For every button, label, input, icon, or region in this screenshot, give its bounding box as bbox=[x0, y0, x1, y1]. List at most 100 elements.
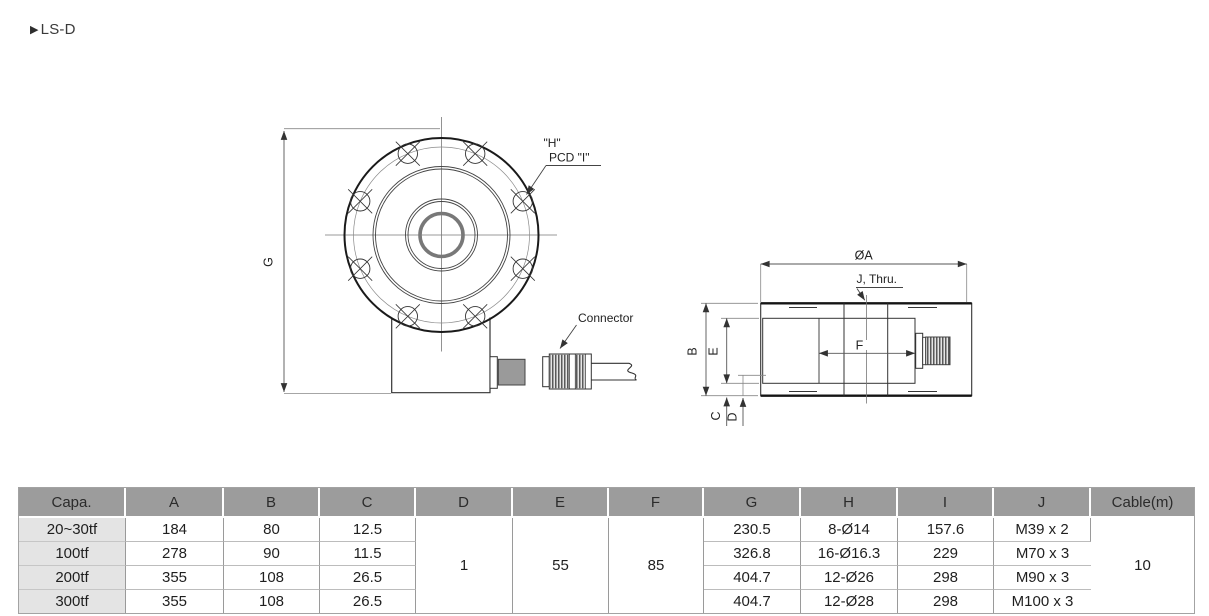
cell-c: 26.5 bbox=[320, 590, 416, 613]
dim-d-label: D bbox=[726, 412, 740, 421]
cell-a: 278 bbox=[126, 542, 224, 566]
side-connector bbox=[915, 332, 951, 369]
page-title-text: LS-D bbox=[40, 21, 76, 38]
header-f: F bbox=[609, 488, 704, 518]
flange-outer-circle bbox=[343, 137, 540, 333]
header-c: C bbox=[320, 488, 416, 518]
cell-g: 230.5 bbox=[704, 518, 801, 542]
center-hole-circle bbox=[418, 211, 465, 259]
hub-circle-inner bbox=[375, 168, 508, 302]
capacity-cell: 20~30tf bbox=[19, 518, 126, 542]
bolt-hole bbox=[510, 189, 536, 214]
cell-b: 108 bbox=[224, 566, 320, 590]
bolt-hole bbox=[510, 256, 536, 281]
cell-b: 90 bbox=[224, 542, 320, 566]
connector-drawing: Connector bbox=[542, 311, 637, 390]
plug-cap bbox=[542, 356, 550, 388]
table-row: 300tf 355 108 26.5 404.7 12-Ø28 298 M100… bbox=[19, 590, 1194, 613]
cell-b: 108 bbox=[224, 590, 320, 613]
cell-a: 355 bbox=[126, 590, 224, 613]
cell-b: 80 bbox=[224, 518, 320, 542]
hole-callout: "H" PCD "I" bbox=[526, 136, 601, 195]
header-j: J bbox=[994, 488, 1091, 518]
side-connector-plate bbox=[915, 332, 924, 369]
dimension-f: F bbox=[818, 339, 916, 357]
body-outline bbox=[391, 317, 491, 394]
front-view: G "H" PCD "I" Connector bbox=[262, 117, 637, 394]
cell-i: 298 bbox=[898, 590, 994, 613]
thru-callout: J, Thru. bbox=[856, 272, 903, 301]
cell-a: 355 bbox=[126, 566, 224, 590]
dim-c-label: C bbox=[709, 411, 723, 420]
header-d: D bbox=[416, 488, 513, 518]
cell-i: 157.6 bbox=[898, 518, 994, 542]
cell-f-merged: 85 bbox=[609, 518, 704, 613]
side-view: ØA J, Thru. F B bbox=[686, 249, 973, 426]
hub-circle-outer bbox=[372, 166, 511, 304]
bolt-hole bbox=[462, 141, 488, 166]
connector-label: Connector bbox=[578, 311, 633, 325]
dimension-b: B bbox=[686, 302, 758, 397]
cell-a: 184 bbox=[126, 518, 224, 542]
dimension-c: C bbox=[709, 397, 731, 426]
table-row: 20~30tf 184 80 12.5 1 55 85 230.5 8-Ø14 … bbox=[19, 518, 1194, 613]
dim-e-label: E bbox=[707, 347, 721, 355]
hole-callout-pcd: PCD "I" bbox=[549, 151, 590, 165]
cell-c: 11.5 bbox=[320, 542, 416, 566]
dim-b-label: B bbox=[686, 347, 700, 355]
plug-knurl-ring bbox=[575, 354, 586, 389]
cell-h: 16-Ø16.3 bbox=[801, 542, 898, 566]
cell-j: M39 x 2 bbox=[994, 518, 1091, 542]
cell-j: M90 x 3 bbox=[994, 566, 1091, 590]
capacity-cell: 200tf bbox=[19, 566, 126, 590]
header-i: I bbox=[898, 488, 994, 518]
bolt-hole bbox=[395, 304, 421, 329]
dim-f-label: F bbox=[856, 339, 864, 353]
thru-label: J, Thru. bbox=[857, 272, 897, 286]
side-connector-barrel bbox=[925, 336, 951, 366]
receptacle-flange bbox=[489, 356, 498, 389]
dim-g-label: G bbox=[262, 257, 276, 267]
header-cable: Cable(m) bbox=[1091, 488, 1194, 518]
header-g: G bbox=[704, 488, 801, 518]
dim-a-label: ØA bbox=[855, 249, 874, 263]
cell-h: 8-Ø14 bbox=[801, 518, 898, 542]
dimension-a: ØA bbox=[760, 249, 968, 302]
cell-g: 404.7 bbox=[704, 590, 801, 613]
cell-j: M70 x 3 bbox=[994, 542, 1091, 566]
bolt-hole bbox=[462, 304, 488, 329]
cell-g: 404.7 bbox=[704, 566, 801, 590]
cell-h: 12-Ø26 bbox=[801, 566, 898, 590]
header-b: B bbox=[224, 488, 320, 518]
cell-i: 298 bbox=[898, 566, 994, 590]
pcd-circle bbox=[353, 146, 530, 324]
header-h: H bbox=[801, 488, 898, 518]
hole-callout-h: "H" bbox=[544, 136, 561, 150]
bolt-hole bbox=[347, 256, 373, 281]
triangle-bullet-icon: ▶ bbox=[30, 24, 39, 36]
cable-with-break bbox=[591, 362, 637, 381]
bolt-holes bbox=[347, 141, 536, 329]
header-capa: Capa. bbox=[19, 488, 126, 518]
header-e: E bbox=[513, 488, 609, 518]
boss-circle-outer bbox=[405, 198, 478, 272]
page-title: ▶LS-D bbox=[30, 21, 76, 38]
cell-h: 12-Ø28 bbox=[801, 590, 898, 613]
table-header-row: Capa. A B C D E F G H I J Cable(m) bbox=[19, 488, 1194, 518]
cell-j: M100 x 3 bbox=[994, 590, 1091, 613]
receptacle-barrel bbox=[497, 358, 526, 386]
edge-notches bbox=[789, 307, 937, 392]
cell-cable-merged: 10 bbox=[1091, 518, 1194, 613]
capacity-cell: 300tf bbox=[19, 590, 126, 613]
bolt-hole bbox=[347, 189, 373, 214]
dimension-table: Capa. A B C D E F G H I J Cable(m) 20~30… bbox=[18, 487, 1195, 614]
table-row: 100tf 278 90 11.5 326.8 16-Ø16.3 229 M70… bbox=[19, 542, 1194, 566]
dimension-g: G bbox=[262, 128, 440, 394]
capacity-cell: 100tf bbox=[19, 542, 126, 566]
table-row: 200tf 355 108 26.5 404.7 12-Ø26 298 M90 … bbox=[19, 566, 1194, 590]
cell-c: 26.5 bbox=[320, 566, 416, 590]
boss-circle-inner bbox=[407, 201, 476, 269]
cell-g: 326.8 bbox=[704, 542, 801, 566]
cell-d-merged: 1 bbox=[416, 518, 513, 613]
